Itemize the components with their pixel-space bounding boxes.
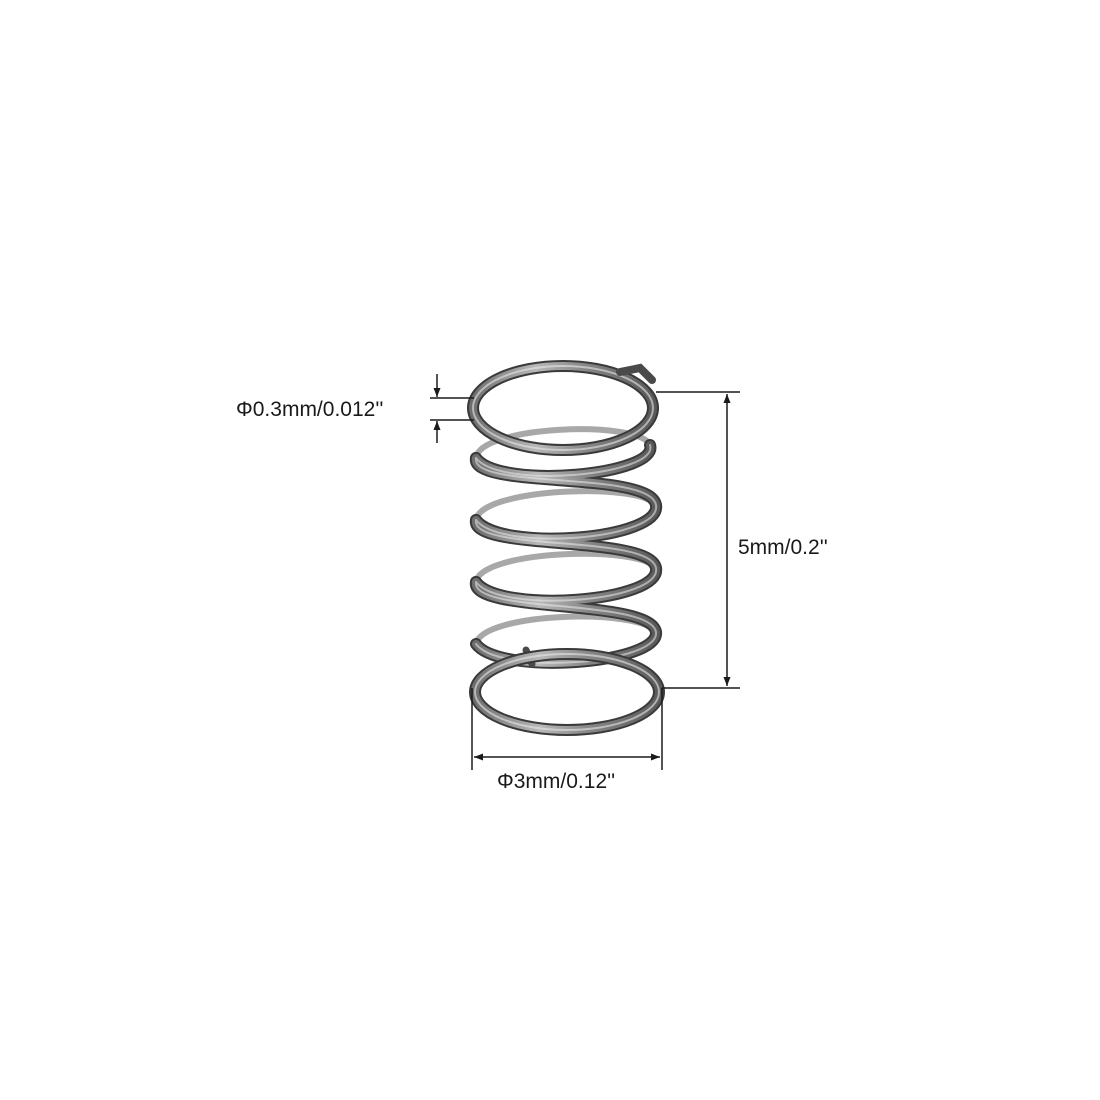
wire-diameter-label: Φ0.3mm/0.012'' [236, 398, 384, 421]
wire-diameter-dimension [430, 374, 474, 443]
spring-bottom-coil [469, 648, 665, 736]
free-length-label: 5mm/0.2'' [738, 536, 828, 559]
spring-coil-front [470, 439, 662, 669]
spring-top-coil [467, 360, 659, 456]
spring-image [467, 360, 665, 736]
free-length-dimension [656, 391, 740, 689]
outer-diameter-label: Φ3mm/0.12'' [497, 770, 616, 793]
outer-diameter-dimension [471, 688, 663, 770]
